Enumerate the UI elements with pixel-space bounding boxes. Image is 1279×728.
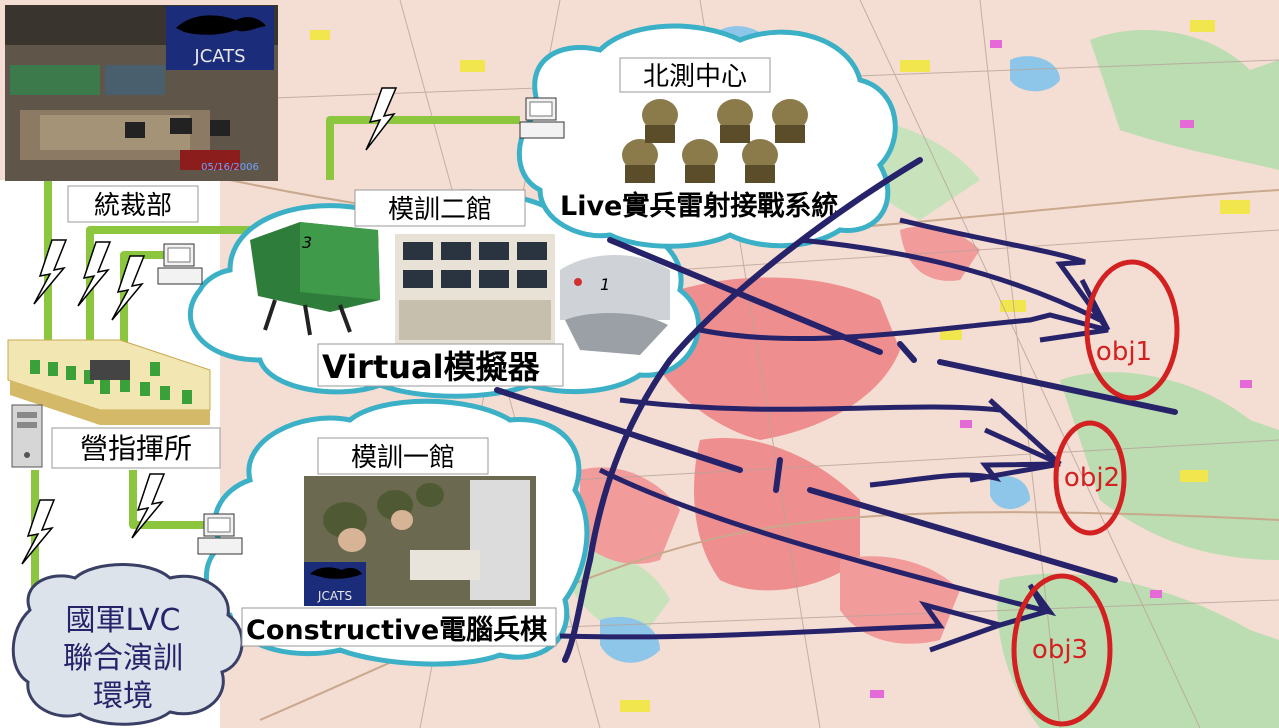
- server-tower-icon: [11, 404, 43, 468]
- objective-2: obj2: [1053, 420, 1127, 536]
- environment-title-line1: 國軍LVC: [66, 603, 181, 638]
- command-room-photo: JCATS 05/16/2006: [5, 5, 278, 181]
- constructive-label-box: Constructive電腦兵棋: [241, 607, 557, 647]
- command-label-box: 統裁部: [67, 185, 199, 223]
- computer-wargame-photo: JCATS: [304, 476, 536, 606]
- simulator-1-photo: 1: [560, 255, 670, 355]
- jcats-logo-top: JCATS: [193, 46, 245, 67]
- environment-title-line2: 聯合演訓: [63, 641, 183, 676]
- virtual-label-box: Virtual模擬器: [317, 343, 564, 387]
- live-center-label-box: 北測中心: [619, 57, 771, 93]
- objective-1: obj1: [1084, 259, 1180, 401]
- sim-hall-1-label: 模訓一館: [351, 443, 455, 473]
- battalion-cp-label: 營指揮所: [80, 432, 192, 465]
- battalion-cp-label-box: 營指揮所: [51, 427, 221, 469]
- battalion-cp-illustration: [7, 339, 211, 468]
- lvc-environment-cloud: 國軍LVC 聯合演訓 環境: [11, 563, 244, 726]
- command-label: 統裁部: [94, 191, 172, 221]
- soldiers-photo: [612, 94, 818, 186]
- sim-hall-2-label: 模訓二館: [388, 195, 492, 225]
- objective-3: obj3: [1011, 573, 1113, 727]
- live-label: Live實兵雷射接戰系統: [560, 190, 838, 222]
- objective-1-label: obj1: [1096, 337, 1152, 367]
- sim-hall-2-label-box: 模訓二館: [354, 189, 526, 227]
- constructive-label: Constructive電腦兵棋: [246, 615, 547, 646]
- control-consoles-photo: [395, 234, 555, 344]
- live-center-label: 北測中心: [643, 62, 747, 92]
- photo-date: 05/16/2006: [201, 162, 259, 173]
- computer-terminal-icon: [157, 97, 565, 555]
- svg-text:3: 3: [302, 233, 312, 252]
- jcats-logo-bottom: JCATS: [317, 589, 352, 603]
- objective-3-label: obj3: [1032, 635, 1088, 665]
- simulator-3-photo: 3: [250, 222, 380, 336]
- wireless-link-icon: [21, 87, 398, 565]
- sim-hall-1-label-box: 模訓一館: [317, 437, 489, 475]
- attack-arrows: [559, 217, 1111, 653]
- svg-text:1: 1: [600, 275, 610, 294]
- environment-title-line3: 環境: [93, 679, 153, 714]
- objective-2-label: obj2: [1064, 463, 1120, 493]
- virtual-label: Virtual模擬器: [322, 348, 541, 386]
